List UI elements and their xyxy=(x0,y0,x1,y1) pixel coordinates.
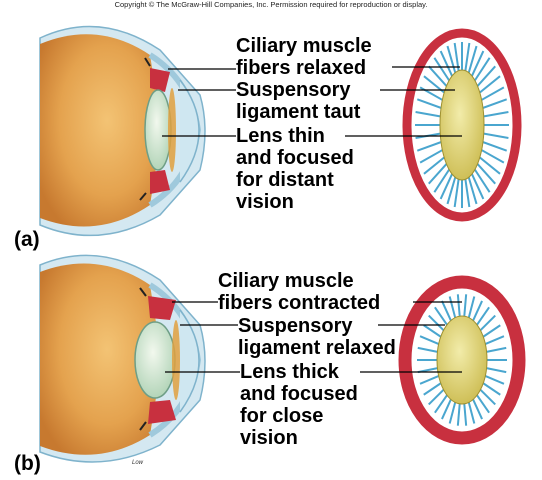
suspensory-ligament-fiber xyxy=(448,296,457,320)
suspensory-ligament-fiber xyxy=(416,140,444,152)
suspensory-ligament-fiber xyxy=(423,155,447,175)
suspensory-ligament-fiber xyxy=(467,400,476,424)
suspensory-ligament-fiber xyxy=(434,392,449,414)
label-ciliary-muscle-b: Ciliary muscle fibers contracted xyxy=(218,270,380,314)
suspensory-ligament-fiber xyxy=(463,401,468,426)
suspensory-ligament-fiber xyxy=(464,177,471,208)
suspensory-ligament-fiber xyxy=(475,392,490,414)
suspensory-ligament-fiber xyxy=(477,75,501,95)
suspensory-ligament-fiber xyxy=(463,294,468,319)
label-lens-b: Lens thick and focused for close vision xyxy=(240,361,363,449)
suspensory-ligament-fiber xyxy=(423,381,444,396)
suspensory-ligament-fiber xyxy=(417,366,440,374)
suspensory-ligament-fiber xyxy=(428,161,449,185)
suspensory-ligament-fiber xyxy=(484,366,507,374)
copyright-notice: Copyright © The McGraw-Hill Companies, I… xyxy=(115,0,428,9)
suspensory-ligament-fiber xyxy=(416,98,444,110)
suspensory-ligament-fiber xyxy=(477,155,501,175)
suspensory-ligament-fiber xyxy=(484,346,507,354)
suspensory-ligament-fiber xyxy=(423,324,444,339)
eye-section-distant xyxy=(39,25,206,237)
front-view-distant xyxy=(402,28,522,222)
suspensory-ligament-fiber xyxy=(471,300,483,323)
panel-tag-a: (a) xyxy=(14,228,40,251)
suspensory-ligament-fiber xyxy=(428,314,446,333)
suspensory-ligament-fiber xyxy=(428,65,449,89)
suspensory-ligament-fiber xyxy=(479,148,505,164)
suspensory-ligament-fiber xyxy=(481,132,509,139)
label-lens-a: Lens thin and focused for distant vision xyxy=(236,125,359,213)
suspensory-ligament-fiber xyxy=(419,335,441,346)
suspensory-ligament-fiber xyxy=(471,397,483,420)
suspensory-ligament-fiber xyxy=(433,57,452,83)
artist-signature: Low xyxy=(132,460,144,466)
front-view-close xyxy=(398,275,526,445)
suspensory-ligament-fiber xyxy=(472,57,491,83)
label-suspensory-ligament-a: Suspensory ligament taut xyxy=(236,79,361,123)
suspensory-ligament-fiber xyxy=(478,387,496,406)
suspensory-ligament-fiber xyxy=(428,387,446,406)
suspensory-ligament-fiber xyxy=(433,167,452,193)
suspensory-ligament-fiber xyxy=(470,50,485,79)
ciliary-muscle xyxy=(150,68,170,92)
suspensory-ligament-fiber xyxy=(439,50,454,79)
suspensory-ligament-fiber xyxy=(441,397,453,420)
suspensory-ligament-fiber xyxy=(419,148,445,164)
suspensory-ligament-fiber xyxy=(478,314,496,333)
suspensory-ligament-fiber xyxy=(480,324,501,339)
suspensory-ligament-fiber xyxy=(423,75,447,95)
suspensory-ligament-fiber xyxy=(470,171,485,200)
suspensory-ligament-fiber xyxy=(446,175,457,205)
suspensory-ligament-fiber xyxy=(464,42,471,73)
suspensory-ligament-fiber xyxy=(483,374,505,385)
suspensory-ligament-fiber xyxy=(417,346,440,354)
suspensory-ligament-fiber xyxy=(453,177,460,208)
suspensory-ligament-fiber xyxy=(475,161,496,185)
suspensory-ligament-fiber xyxy=(439,171,454,200)
suspensory-ligament-fiber xyxy=(446,45,457,75)
suspensory-ligament-fiber xyxy=(475,306,490,328)
suspensory-ligament-fiber xyxy=(483,335,505,346)
suspensory-ligament-fiber xyxy=(453,42,460,73)
lens xyxy=(134,321,176,399)
ciliary-muscle xyxy=(148,296,176,320)
label-ciliary-muscle-a: Ciliary muscle fibers relaxed xyxy=(236,35,377,79)
suspensory-ligament-fiber xyxy=(479,86,505,102)
suspensory-ligament-fiber xyxy=(456,294,461,319)
label-suspensory-ligament-b: Suspensory ligament relaxed xyxy=(238,315,396,359)
suspensory-ligament-fiber xyxy=(467,296,476,320)
lens xyxy=(144,89,172,171)
suspensory-ligament-fiber xyxy=(467,45,478,75)
eye-section-close: Low xyxy=(39,254,206,466)
suspensory-ligament-fiber xyxy=(415,111,443,118)
suspensory-ligament-fiber xyxy=(480,98,508,110)
suspensory-ligament-fiber xyxy=(448,400,457,424)
suspensory-ligament-fiber xyxy=(456,401,461,426)
panel-tag-b: (b) xyxy=(14,452,41,475)
suspensory-ligament-fiber xyxy=(434,306,449,328)
suspensory-ligament-fiber xyxy=(480,381,501,396)
suspensory-ligament-fiber xyxy=(472,167,491,193)
suspensory-ligament-fiber xyxy=(475,65,496,89)
panel-b: Low Ciliary muscle fibers contracted Sus… xyxy=(14,254,526,475)
panel-a: Ciliary muscle fibers relaxed Suspensory… xyxy=(14,25,522,251)
suspensory-ligament-fiber xyxy=(441,300,453,323)
suspensory-ligament-fiber xyxy=(480,140,508,152)
suspensory-ligament-fiber xyxy=(419,374,441,385)
suspensory-ligament-fiber xyxy=(467,175,478,205)
suspensory-ligament-fiber xyxy=(481,111,509,118)
